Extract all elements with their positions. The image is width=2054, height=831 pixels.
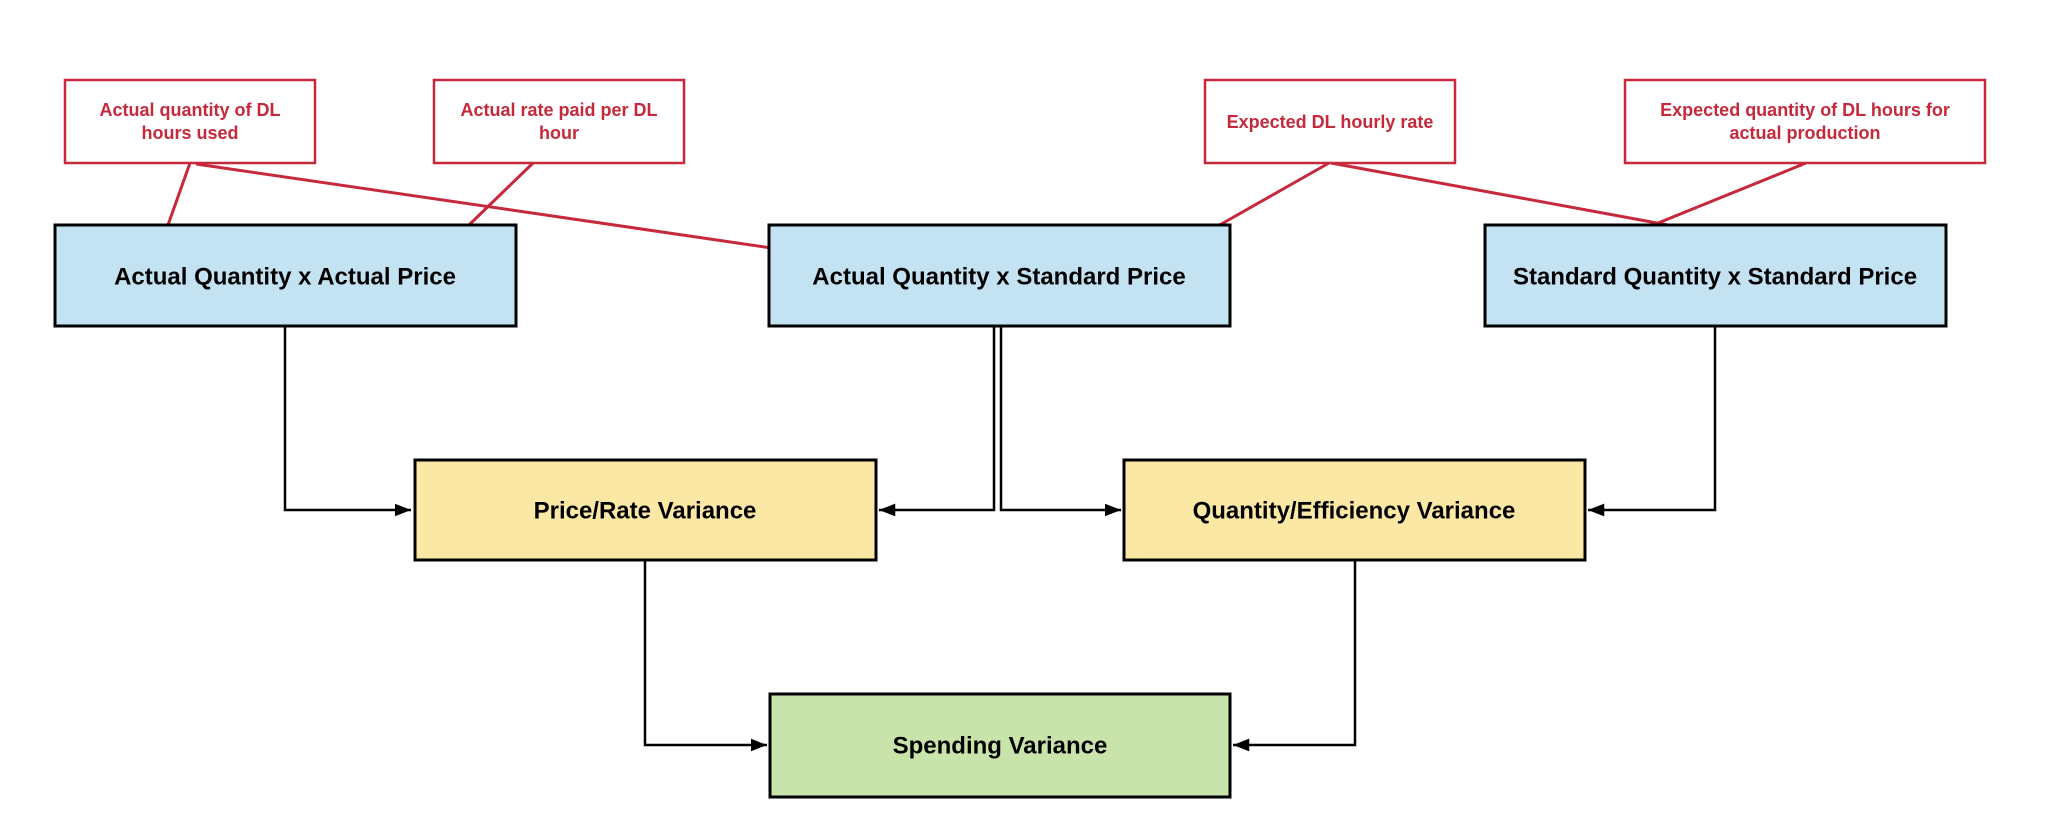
black-connectors [283, 326, 1717, 752]
edge-aqsp-to-quantity-efficiency-variance [999, 326, 1121, 517]
edge-quantity-efficiency-to-spending-variance [1233, 560, 1357, 752]
annotation-actual-rate-line1: Actual rate paid per DL [460, 100, 657, 120]
node-label-spending-variance: Spending Variance [893, 733, 1108, 760]
annotation-expected-quantity-line2: actual production [1729, 123, 1880, 143]
node-label-actual-quantity-x-actual-price: Actual Quantity x Actual Price [114, 264, 456, 291]
annotation-expected-rate-line1: Expected DL hourly rate [1227, 112, 1434, 132]
node-standard-quantity-x-standard-price [1483, 223, 1948, 328]
node-actual-quantity-x-actual-price [53, 223, 518, 328]
annotation-actual-quantity-line2: hours used [141, 123, 238, 143]
yellow-nodes: Price/Rate Variance Quantity/Efficiency … [413, 458, 1587, 562]
node-label-actual-quantity-x-standard-price: Actual Quantity x Standard Price [812, 264, 1185, 291]
arrow-actual-quantity-to-aqsp [195, 162, 807, 258]
edge-sqsp-to-quantity-efficiency-variance [1588, 326, 1717, 517]
annotation-expected-quantity-line1: Expected quantity of DL hours for [1660, 100, 1950, 120]
node-price-rate-variance [413, 458, 878, 562]
annotation-actual-quantity-line1: Actual quantity of DL [100, 100, 281, 120]
annotation-boxes: Actual quantity of DL hours used Actual … [63, 78, 1987, 165]
edge-price-rate-to-spending-variance [643, 560, 767, 752]
annotation-actual-rate-box [432, 78, 686, 165]
edge-aqsp-to-price-rate-variance [879, 326, 996, 517]
node-spending-variance [768, 692, 1232, 799]
annotation-expected-rate-box [1203, 78, 1457, 165]
node-actual-quantity-x-standard-price [767, 223, 1232, 328]
edge-aqap-to-price-rate-variance [283, 326, 411, 517]
annotation-actual-quantity-box [63, 78, 317, 165]
blue-nodes: Actual Quantity x Actual Price Actual Qu… [53, 223, 1948, 328]
node-label-price-rate-variance: Price/Rate Variance [534, 498, 757, 525]
node-label-standard-quantity-x-standard-price: Standard Quantity x Standard Price [1513, 264, 1917, 291]
annotation-expected-quantity-box [1623, 78, 1987, 165]
node-quantity-efficiency-variance [1122, 458, 1587, 562]
annotation-actual-rate-line2: hour [539, 123, 579, 143]
node-label-quantity-efficiency-variance: Quantity/Efficiency Variance [1193, 498, 1516, 525]
green-node: Spending Variance [768, 692, 1232, 799]
